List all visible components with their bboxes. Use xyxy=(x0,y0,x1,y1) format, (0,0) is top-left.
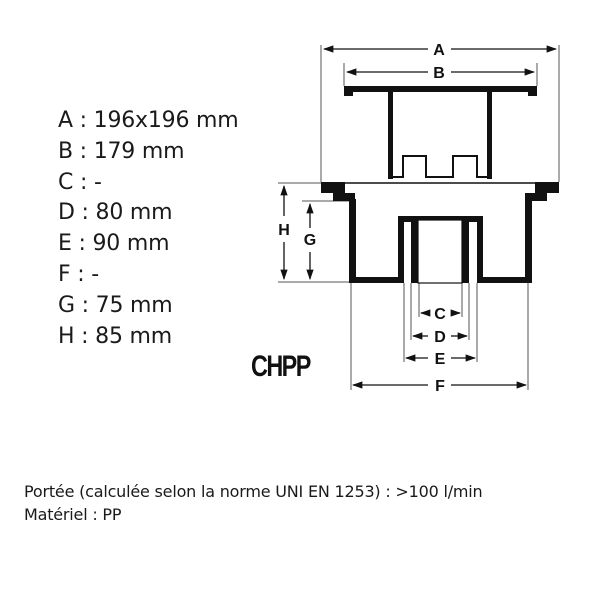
outlet-pipe xyxy=(417,219,463,284)
spec-f: F : - xyxy=(58,261,99,287)
spec-c: C : - xyxy=(58,169,102,195)
body-gaps xyxy=(404,220,477,283)
dimension-lines xyxy=(280,45,558,389)
dim-label-f: F xyxy=(435,378,445,395)
product-footer: Portée (calculée selon la norme UNI EN 1… xyxy=(24,480,483,526)
spec-e: E : 90 mm xyxy=(58,231,170,257)
dim-label-g: G xyxy=(304,232,316,249)
dim-label-a: A xyxy=(433,42,445,59)
dim-label-h: H xyxy=(278,222,290,239)
material-text: Matériel : PP xyxy=(24,505,122,524)
dim-label-c: C xyxy=(434,306,446,323)
dim-label-b: B xyxy=(433,65,445,82)
spec-d: D : 80 mm xyxy=(58,200,173,226)
extension-lines xyxy=(278,45,560,390)
capacity-text: Portée (calculée selon la norme UNI EN 1… xyxy=(24,482,483,501)
spec-h: H : 85 mm xyxy=(58,323,172,349)
spec-b: B : 179 mm xyxy=(58,138,185,164)
model-name: CHPP xyxy=(251,350,311,383)
dim-label-e: E xyxy=(435,351,446,368)
grate-part xyxy=(344,86,537,179)
body-part xyxy=(321,182,559,283)
spec-a: A : 196x196 mm xyxy=(58,108,239,133)
spec-g: G : 75 mm xyxy=(58,292,173,318)
grate-teeth xyxy=(393,155,487,178)
dim-label-d: D xyxy=(434,329,446,346)
specifications-list: A : 196x196 mm B : 179 mm C : - D : 80 m… xyxy=(58,106,239,352)
